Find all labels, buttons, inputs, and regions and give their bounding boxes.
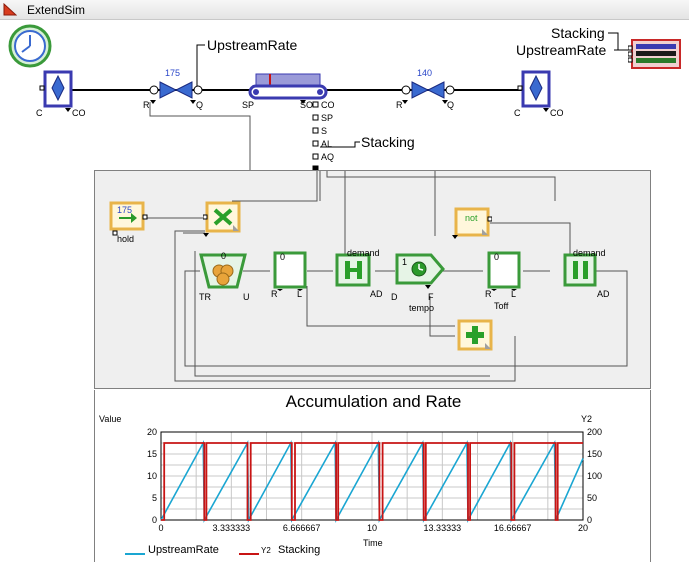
legend-upstream: UpstreamRate: [148, 544, 219, 556]
legend-stacking-prefix: Y2: [261, 546, 271, 555]
tank-left-icon[interactable]: [38, 70, 78, 114]
gate-block2-icon[interactable]: [563, 253, 599, 289]
y-tick-label: 20: [147, 427, 157, 437]
upstream-rate-label: UpstreamRate: [207, 37, 298, 53]
activity-f: F: [428, 292, 434, 302]
queue-block2-icon[interactable]: [487, 251, 523, 291]
activity-d: D: [391, 292, 398, 302]
queue2-l: L: [511, 289, 517, 299]
legend-block-row1: Stacking: [551, 25, 605, 41]
y-tick-label: 15: [147, 449, 157, 459]
y-tick-label: 10: [147, 471, 157, 481]
tank-right-c: C: [514, 108, 521, 118]
activity-one: 1: [402, 257, 408, 267]
queue-block1-icon[interactable]: [273, 251, 309, 291]
valve1-value: 175: [165, 68, 181, 78]
constant-value: 175: [117, 205, 133, 215]
gate2-ad: AD: [597, 289, 610, 299]
queue2-zero: 0: [494, 252, 500, 262]
y2-tick-label: 0: [587, 515, 592, 525]
stacking-label: Stacking: [361, 134, 415, 150]
valve-right-icon[interactable]: [400, 78, 456, 106]
not-label: not: [465, 213, 478, 223]
activity-tempo: tempo: [409, 303, 435, 313]
valve2-value: 140: [417, 68, 433, 78]
legend-block-row2: UpstreamRate: [516, 42, 607, 58]
x-tick-label: 13.33333: [424, 523, 462, 533]
plot-ylabel: Value: [99, 414, 122, 424]
conveyor-s: S: [321, 126, 328, 136]
valve2-r: R: [396, 100, 403, 110]
conveyor-connectors: [312, 101, 319, 172]
multiply-block-icon[interactable]: [203, 201, 243, 237]
batch-block-icon[interactable]: [199, 253, 247, 291]
constant-block-icon[interactable]: [109, 201, 149, 237]
tank-left-c: C: [36, 108, 43, 118]
plotter-icon[interactable]: [628, 38, 682, 70]
plot-xlabel: Time: [363, 538, 383, 548]
plot-title: Accumulation and Rate: [285, 392, 462, 411]
x-tick-label: 6.666667: [283, 523, 321, 533]
y-tick-label: 5: [152, 493, 157, 503]
batch-tr: TR: [199, 292, 211, 302]
add-block-icon[interactable]: [455, 319, 495, 355]
tank-right-co: CO: [550, 108, 564, 118]
valve1-r: R: [143, 100, 150, 110]
model-canvas[interactable]: C CO 175 R Q UpstreamRate SP SO CO SP S …: [0, 20, 689, 562]
queue2-toff: Toff: [494, 301, 509, 311]
valve-left-icon[interactable]: [148, 78, 204, 106]
batch-u: U: [243, 292, 250, 302]
gate1-ad: AD: [370, 289, 383, 299]
tank-left-co: CO: [72, 108, 86, 118]
activity-block-icon[interactable]: [395, 253, 447, 289]
series-line-stacking: [161, 442, 583, 521]
conveyor-icon[interactable]: [248, 68, 328, 112]
conveyor-sp: SP: [242, 100, 255, 110]
plot-y2label: Y2: [581, 414, 593, 424]
x-tick-label: 20: [578, 523, 588, 533]
legend-swatch-stacking: [239, 553, 259, 555]
logic-hierarchical-block[interactable]: 175 hold not 0 TR U: [94, 170, 651, 389]
x-tick-label: 10: [367, 523, 377, 533]
conveyor-so: SO: [300, 100, 314, 110]
tank-right-icon[interactable]: [516, 70, 556, 114]
constant-hold: hold: [117, 234, 135, 244]
queue1-zero: 0: [280, 252, 286, 262]
gate-block-icon[interactable]: [335, 253, 375, 289]
window-titlebar: ExtendSim: [0, 0, 689, 20]
legend-swatch-upstream: [125, 553, 145, 555]
clock-icon[interactable]: [8, 24, 52, 68]
triangle-app-icon: [3, 3, 17, 16]
y2-tick-label: 200: [587, 427, 602, 437]
plot-area: [160, 431, 584, 521]
y2-tick-label: 100: [587, 471, 602, 481]
gate1-demand: demand: [347, 248, 380, 258]
conveyor-co: CO: [321, 100, 335, 110]
x-tick-label: 3.333333: [213, 523, 251, 533]
y2-tick-label: 50: [587, 493, 597, 503]
logic-links: [147, 171, 628, 382]
y-tick-label: 0: [152, 515, 157, 525]
valve1-q: Q: [196, 100, 204, 110]
queue2-r: R: [485, 289, 492, 299]
batch-zero: 0: [221, 251, 227, 261]
conveyor-sp2: SP: [321, 113, 334, 123]
plot-window[interactable]: Accumulation and Rate Value Y2 Time 0 3.3…: [94, 390, 651, 562]
y2-tick-label: 150: [587, 449, 602, 459]
queue1-l: L: [297, 289, 303, 299]
conveyor-aq: AQ: [321, 152, 335, 162]
queue1-r: R: [271, 289, 278, 299]
legend-stacking: Stacking: [278, 544, 321, 556]
not-block-icon[interactable]: [452, 207, 492, 241]
x-tick-label: 0: [158, 523, 163, 533]
valve2-q: Q: [447, 100, 455, 110]
x-tick-label: 16.66667: [494, 523, 532, 533]
window-title: ExtendSim: [27, 3, 86, 17]
gate2-demand: demand: [573, 248, 606, 258]
conveyor-al: AL: [321, 139, 333, 149]
